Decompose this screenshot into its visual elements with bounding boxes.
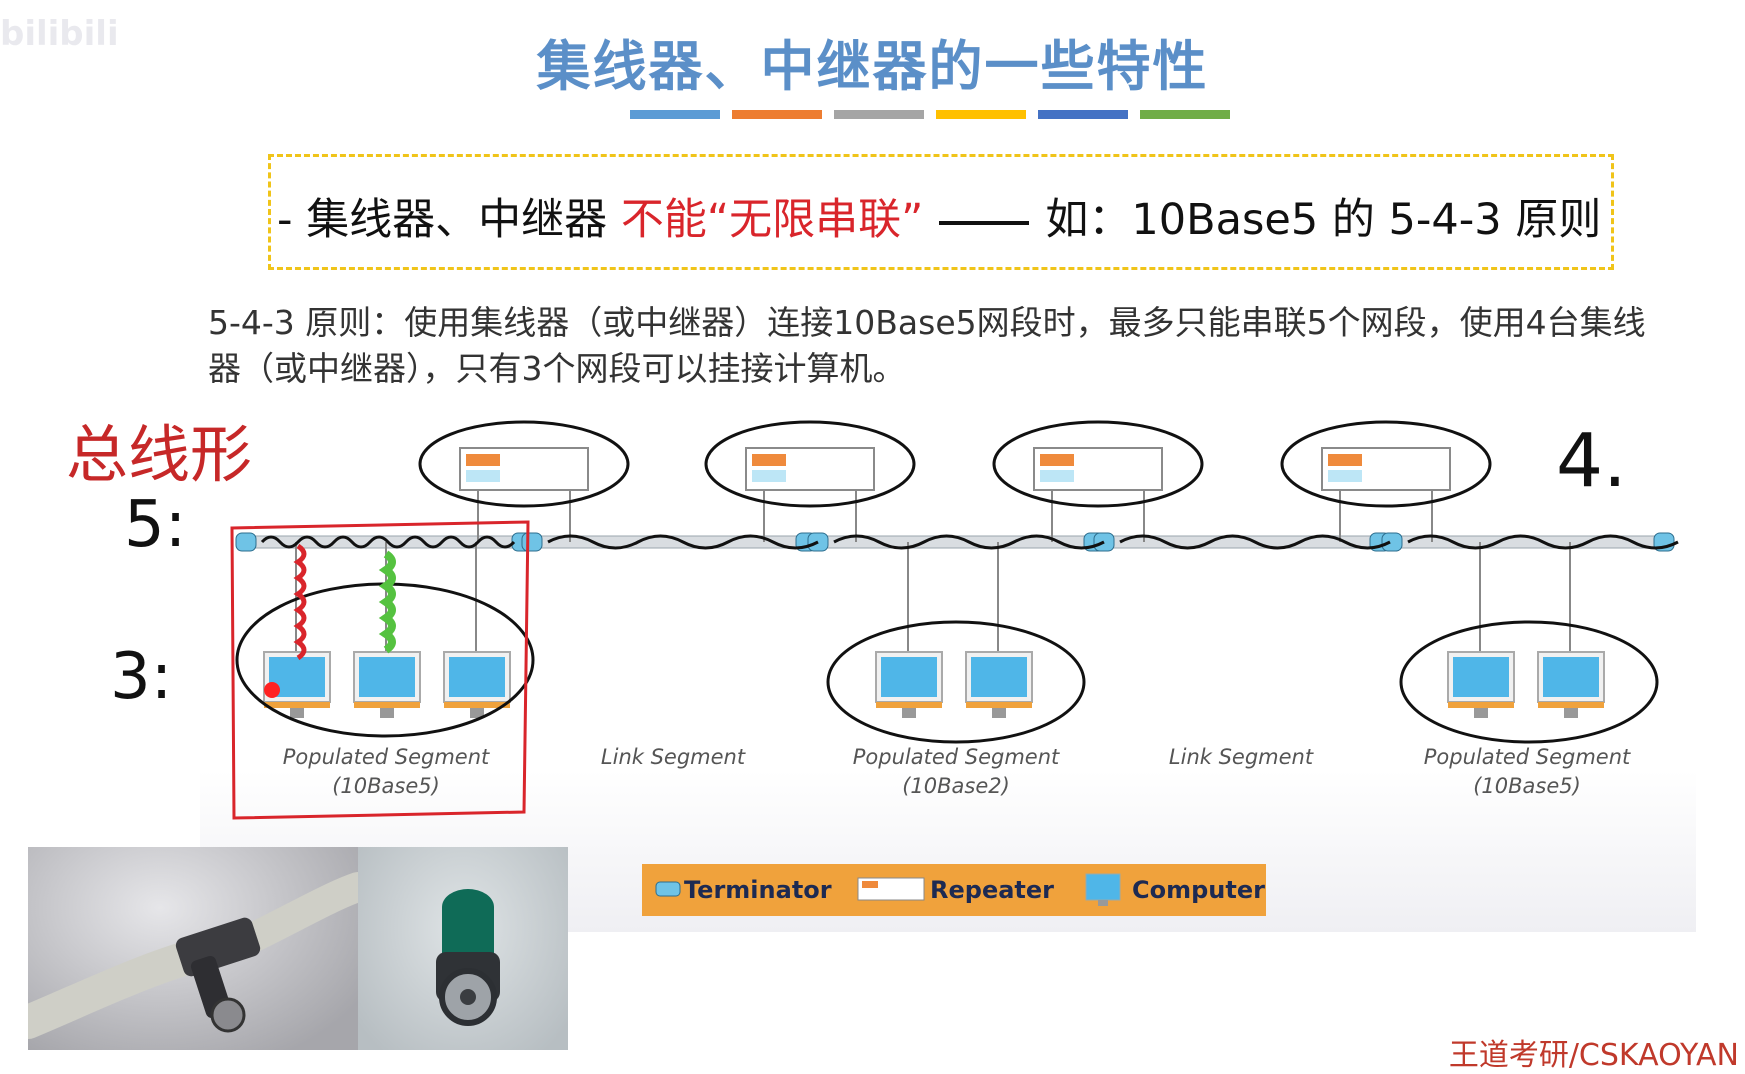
platform-logo: bilibili [0,14,119,54]
annotation-bus-topology: 总线形 [66,418,253,491]
segment-label-2: Link Segment [553,743,793,772]
signal-scribble-annotation [378,550,396,654]
repeater-ports [752,470,786,482]
color-bar-swatch [1038,110,1128,119]
t-connector-illustration [11,872,373,1039]
terminator-illustration [436,889,500,1026]
repeater-accent [466,454,500,466]
computer-screen [449,657,505,697]
repeater-accent [1040,454,1074,466]
computer-screen [1453,657,1509,697]
watermark: 王道考研/CSKAOYAN [1448,1038,1739,1073]
repeater-icon-accent [862,881,878,888]
repeater-ports [1328,470,1362,482]
computer-group-circle-annotation [1399,620,1659,744]
computer-icon [1085,873,1121,901]
segment-highlight-box [230,520,530,820]
legend-icons [655,873,1121,906]
repeater-ports [466,470,500,482]
color-bar-swatch [834,110,924,119]
segment-label-2-text: Link Segment [600,745,746,769]
bullet-text: - 集线器、中继器 不能“无限串联”如：10Base5 的 5-4-3 原则 [277,195,1602,245]
computer-screen [971,657,1027,697]
computer-stand [380,708,394,718]
segment-label-3-sub: (10Base2) [902,774,1010,798]
computer-base [1448,702,1514,708]
color-bar-swatch [1140,110,1230,119]
terminator-icon [1381,532,1403,552]
bus-squiggle-annotation [1407,534,1679,550]
computer-base [444,702,510,708]
repeater-accent [752,454,786,466]
segment-label-5-text: Populated Segment [1423,745,1631,769]
bullet-box: - 集线器、中继器 不能“无限串联”如：10Base5 的 5-4-3 原则 [268,154,1614,270]
bullet-highlight: 不能“无限串联” [620,195,924,245]
legend-repeater: Repeater [930,876,1054,904]
computer-screen [881,657,937,697]
computer-base [966,702,1032,708]
computer-stand [902,708,916,718]
segment-label-4-text: Link Segment [1168,745,1314,769]
repeater-circle-annotation [992,420,1204,508]
annotation-three: 3: [110,640,173,714]
computer-group-circle-annotation [826,620,1086,744]
bus-squiggle-annotation [833,534,1105,550]
bullet-suffix: 如：10Base5 的 5-4-3 原则 [1045,195,1602,245]
computer-stand [1474,708,1488,718]
t-connector-photo [11,847,373,1050]
terminator-icon [521,532,543,552]
segment-label-5-sub: (10Base5) [1473,774,1581,798]
computer-screen [1543,657,1599,697]
segment-label-1: Populated Segment (10Base5) [266,743,506,801]
repeater-circle-annotation [704,420,916,508]
computer-stand [290,708,304,718]
segment-label-5: Populated Segment (10Base5) [1407,743,1647,801]
signal-scribble-annotation [293,543,307,661]
color-bar-swatch [732,110,822,119]
segment-label-3: Populated Segment (10Base2) [836,743,1076,801]
computer-base [876,702,942,708]
repeater-circle-annotation [418,420,630,508]
segment-label-3-text: Populated Segment [852,745,1060,769]
diagram-legend: Terminator Repeater Computer [642,864,1266,916]
annotation-four: 4. [1556,418,1627,504]
dash-separator [939,220,1030,225]
repeater-ports [1040,470,1074,482]
repeater-circle-annotation [1280,420,1492,508]
computer-stand [992,708,1006,718]
cursor-pointer-dot [264,682,280,698]
color-bar-swatch [630,110,720,119]
rule-description: 5-4-3 原则：使用集线器（或中继器）连接10Base5网段时，最多只能串联5… [208,303,1646,388]
legend-terminator: Terminator [684,876,832,904]
segment-label-1-sub: (10Base5) [332,774,440,798]
computer-icon-stand [1098,900,1108,906]
bus-squiggle-annotation [547,534,819,550]
computer-base [354,702,420,708]
segment-label-4: Link Segment [1121,743,1361,772]
computer-screen [359,657,415,697]
slide-title: 集线器、中继器的一些特性 [536,35,1209,98]
computer-base [264,702,330,708]
color-bar-swatch [936,110,1026,119]
bullet-prefix: 集线器、中继器 [306,195,621,245]
bus-squiggle-annotation [1119,534,1391,550]
computer-stand [1564,708,1578,718]
annotation-five: 5: [124,488,187,562]
computer-stand [470,708,484,718]
terminator-photo [358,847,568,1050]
segment-label-1-text: Populated Segment [282,745,490,769]
legend-computer: Computer [1132,876,1265,904]
bus-squiggle-annotation [260,535,516,549]
repeater-accent [1328,454,1362,466]
terminator-icon [235,532,257,552]
terminator-icon [655,881,681,897]
computer-base [1538,702,1604,708]
